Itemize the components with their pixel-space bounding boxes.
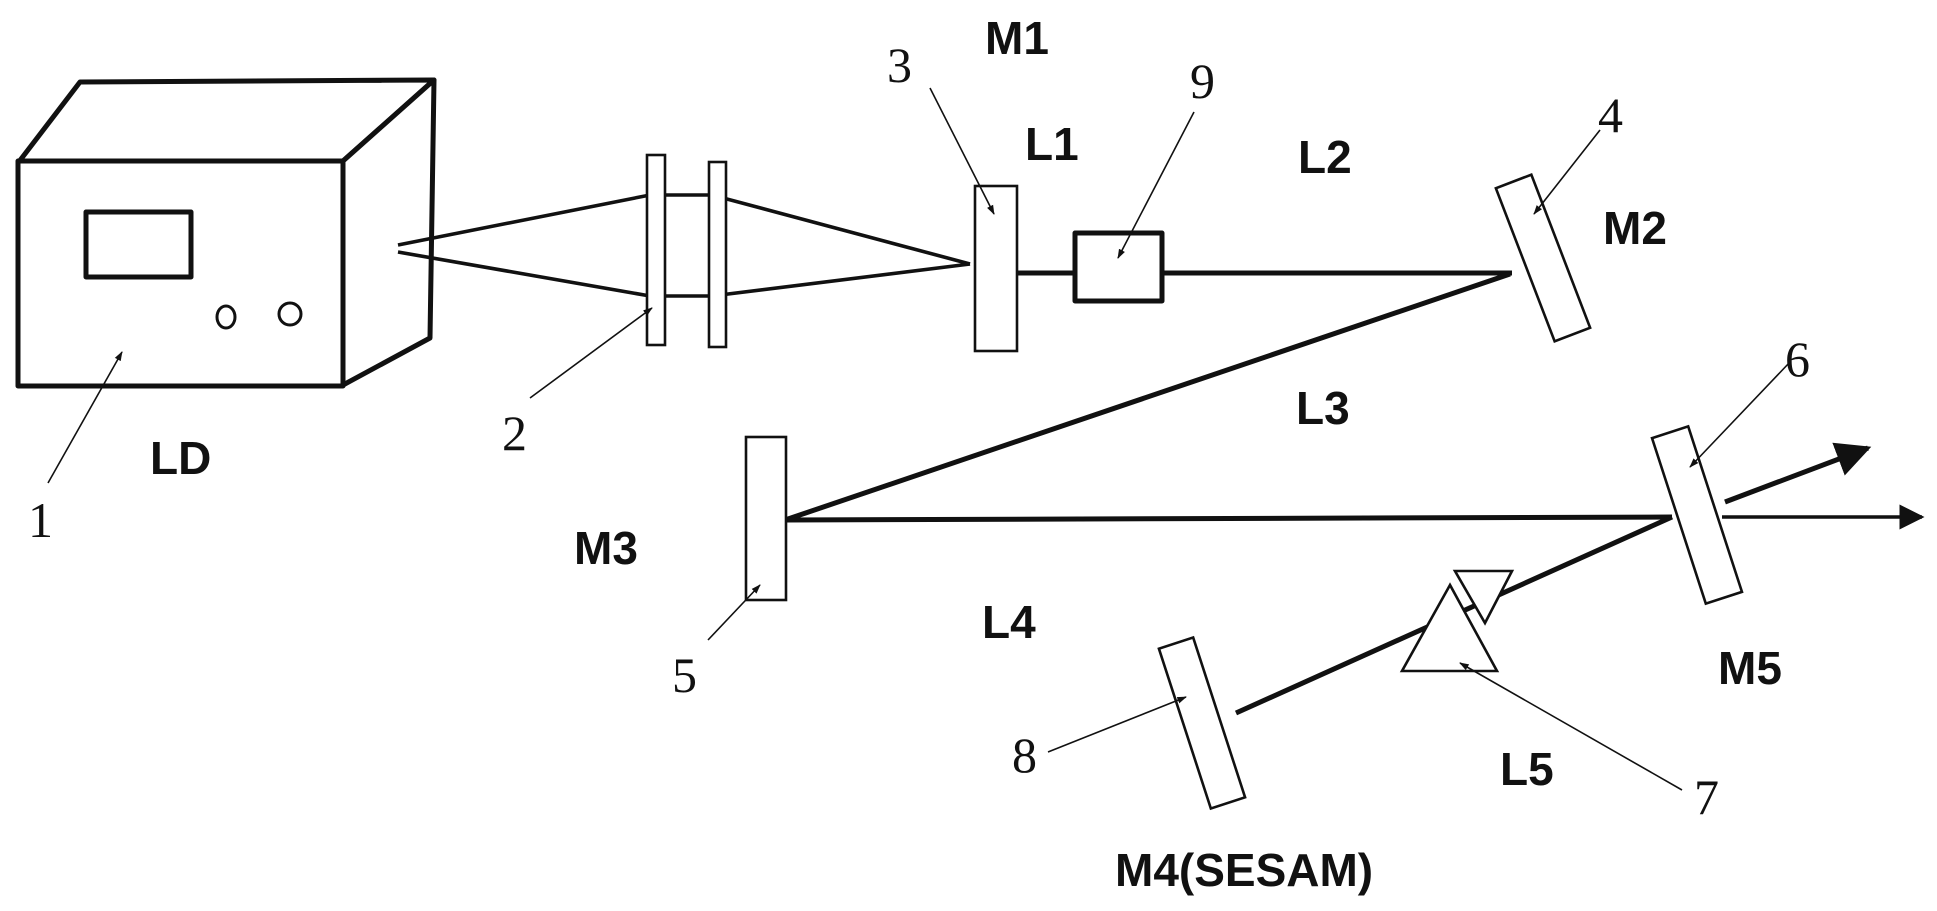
- callout-6: 6: [1785, 331, 1810, 387]
- pump-beam: [397, 193, 971, 298]
- callout-3: 3: [887, 37, 912, 93]
- gain-crystal-9: [1072, 230, 1165, 304]
- leader-1: [47, 351, 123, 484]
- mirror-m1: [973, 184, 1019, 353]
- callout-8: 8: [1012, 727, 1037, 783]
- ld-knob-right: [277, 301, 303, 327]
- callout-5: 5: [672, 647, 697, 703]
- leader-2: [529, 307, 653, 399]
- ld-knob-left: [215, 304, 237, 330]
- leader-6: [1689, 361, 1791, 468]
- label-m5: M5: [1718, 642, 1782, 694]
- callout-2: 2: [502, 405, 527, 461]
- mirror-m4-sesam: [1157, 635, 1247, 811]
- label-m1: M1: [985, 12, 1049, 64]
- mirror-m5: [1650, 424, 1744, 606]
- callout-9: 9: [1190, 53, 1215, 109]
- beam-l4: [784, 514, 1673, 523]
- leader-5: [707, 584, 761, 641]
- label-l3: L3: [1296, 382, 1350, 434]
- label-l1: L1: [1025, 118, 1079, 170]
- leader-4: [1533, 129, 1601, 215]
- label-l4: L4: [982, 596, 1036, 648]
- leader-8: [1047, 696, 1187, 753]
- laser-diode-box: [15, 77, 437, 389]
- leader-9: [1117, 111, 1195, 259]
- prism-lower: [1399, 582, 1500, 673]
- beam-l3: [784, 271, 1511, 523]
- label-l5: L5: [1500, 743, 1554, 795]
- leader-3: [929, 87, 995, 215]
- coupling-lens-2: [707, 160, 728, 349]
- label-l2: L2: [1298, 131, 1352, 183]
- mirror-m2: [1494, 172, 1592, 344]
- coupling-lens-1: [645, 153, 667, 347]
- label-ld: LD: [150, 432, 211, 484]
- mirror-m3: [744, 435, 788, 602]
- output-beam-angled: [1724, 442, 1872, 505]
- label-m4-sesam: M4(SESAM): [1115, 844, 1373, 896]
- prism-upper: [1452, 569, 1515, 626]
- label-m3: M3: [574, 522, 638, 574]
- label-m2: M2: [1603, 202, 1667, 254]
- leader-7: [1459, 662, 1683, 791]
- callout-4: 4: [1598, 87, 1623, 143]
- callout-1: 1: [28, 492, 53, 548]
- ld-display-window: [83, 209, 194, 280]
- callout-7: 7: [1694, 769, 1719, 825]
